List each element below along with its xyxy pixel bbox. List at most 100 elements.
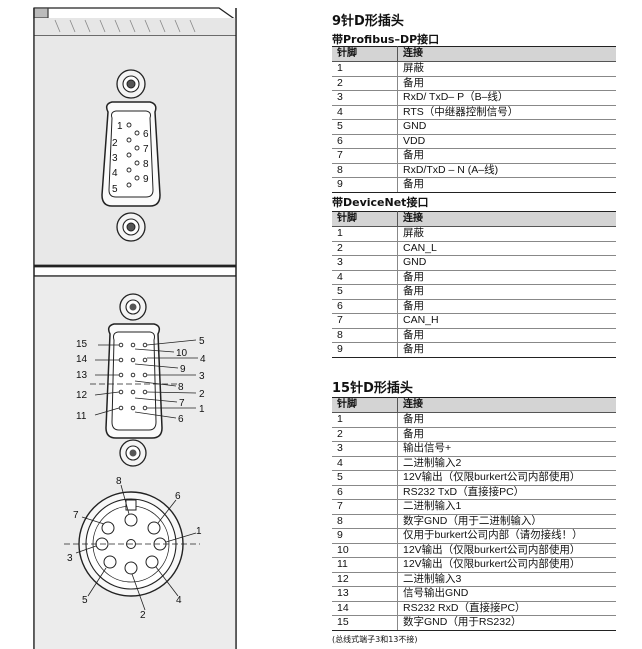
connection-cell: 备用 bbox=[397, 412, 616, 428]
pin-number-cell: 9 bbox=[332, 177, 398, 193]
circular-pin-label: 2 bbox=[140, 610, 146, 621]
db9-pin-label: 8 bbox=[143, 159, 149, 170]
connection-cell: 备用 bbox=[397, 270, 616, 285]
db15-pin-label: 3 bbox=[199, 371, 205, 382]
db15-pin-label: 8 bbox=[178, 382, 184, 393]
db15-pin-label: 12 bbox=[76, 390, 88, 401]
connection-cell: 二进制输入3 bbox=[397, 572, 616, 587]
column-header-connection: 连接 bbox=[397, 397, 616, 413]
pin-number-cell: 4 bbox=[332, 270, 398, 285]
pin-number-cell: 9 bbox=[332, 528, 398, 544]
connection-cell: 数字GND（用于二进制输入） bbox=[397, 514, 616, 529]
pin-number-cell: 14 bbox=[332, 601, 398, 616]
pin-number-cell: 10 bbox=[332, 543, 398, 558]
db15-pin-label: 7 bbox=[179, 398, 185, 409]
pin-number-cell: 7 bbox=[332, 148, 398, 164]
pin-number-cell: 11 bbox=[332, 557, 398, 573]
table-header-row: 针脚 连接 bbox=[332, 211, 616, 227]
db9-pin-label: 7 bbox=[143, 144, 149, 155]
pin-number-cell: 9 bbox=[332, 342, 398, 358]
connection-cell: 12V输出（仅限burkert公司内部使用） bbox=[397, 557, 616, 573]
connection-cell: RxD/TxD – N (A–线) bbox=[397, 163, 616, 178]
db15-pin-label: 2 bbox=[199, 389, 205, 400]
connection-cell: RxD/ TxD– P（B–线） bbox=[397, 90, 616, 106]
connection-cell: CAN_L bbox=[397, 241, 616, 256]
db15-pin-label: 15 bbox=[76, 339, 88, 350]
connection-cell: 备用 bbox=[397, 299, 616, 314]
pin-number-cell: 6 bbox=[332, 134, 398, 149]
db15-pin-label: 9 bbox=[180, 364, 186, 375]
pin-number-cell: 1 bbox=[332, 226, 398, 242]
db9-pin-label: 5 bbox=[112, 184, 118, 195]
connection-cell: 备用 bbox=[397, 328, 616, 343]
db15-connector: 15 14 13 12 11 5 10 4 9 3 8 2 7 1 6 bbox=[76, 293, 206, 467]
devicenet-table-title: 带DeviceNet接口 bbox=[332, 196, 429, 209]
column-header-connection: 连接 bbox=[397, 211, 616, 227]
db15-pin-label: 1 bbox=[199, 404, 205, 415]
column-header-pin: 针脚 bbox=[332, 211, 398, 227]
connection-cell: 屏蔽 bbox=[397, 61, 616, 77]
db9-pin-label: 4 bbox=[112, 168, 118, 179]
pin-number-cell: 2 bbox=[332, 427, 398, 442]
db15-pin-label: 10 bbox=[176, 348, 188, 359]
pin-number-cell: 4 bbox=[332, 105, 398, 120]
db15-pin-label: 6 bbox=[178, 414, 184, 425]
db9-pin-label: 6 bbox=[143, 129, 149, 140]
column-header-connection: 连接 bbox=[397, 46, 616, 62]
pin-number-cell: 5 bbox=[332, 119, 398, 135]
connection-cell: 备用 bbox=[397, 76, 616, 91]
profibus-table-title: 带Profibus–DP接口 bbox=[332, 33, 440, 46]
pin-number-cell: 3 bbox=[332, 255, 398, 271]
connection-cell: RS232 RxD（直接接PC） bbox=[397, 601, 616, 616]
db15-pin-label: 5 bbox=[199, 336, 205, 347]
connection-cell: 信号输出GND bbox=[397, 586, 616, 602]
circular-pin-label: 8 bbox=[116, 476, 122, 487]
pin-number-cell: 15 bbox=[332, 615, 398, 631]
db9-connector: 1 2 3 4 5 6 7 8 9 bbox=[101, 69, 161, 242]
db9-section-title: 9针D形插头 bbox=[332, 14, 404, 29]
connection-cell: 数字GND（用于RS232） bbox=[397, 615, 616, 631]
connection-cell: 备用 bbox=[397, 177, 616, 193]
connection-cell: 仅用于burkert公司内部（请勿接线！） bbox=[397, 528, 616, 544]
connection-cell: 备用 bbox=[397, 342, 616, 358]
pin-number-cell: 1 bbox=[332, 412, 398, 428]
pin-number-cell: 5 bbox=[332, 284, 398, 300]
pin-number-cell: 4 bbox=[332, 456, 398, 471]
column-header-pin: 针脚 bbox=[332, 397, 398, 413]
connection-cell: 备用 bbox=[397, 284, 616, 300]
connection-cell: 备用 bbox=[397, 427, 616, 442]
db15-pin-label: 14 bbox=[76, 354, 88, 365]
pin-number-cell: 8 bbox=[332, 514, 398, 529]
pin-number-cell: 13 bbox=[332, 586, 398, 602]
connection-cell: GND bbox=[397, 255, 616, 271]
pin-number-cell: 7 bbox=[332, 313, 398, 329]
pin-number-cell: 6 bbox=[332, 485, 398, 500]
table-header-row: 针脚 连接 bbox=[332, 397, 616, 413]
connection-cell: 12V输出（仅限burkert公司内部使用） bbox=[397, 543, 616, 558]
column-header-pin: 针脚 bbox=[332, 46, 398, 62]
pin-number-cell: 3 bbox=[332, 90, 398, 106]
circular-pin-label: 5 bbox=[82, 595, 88, 606]
